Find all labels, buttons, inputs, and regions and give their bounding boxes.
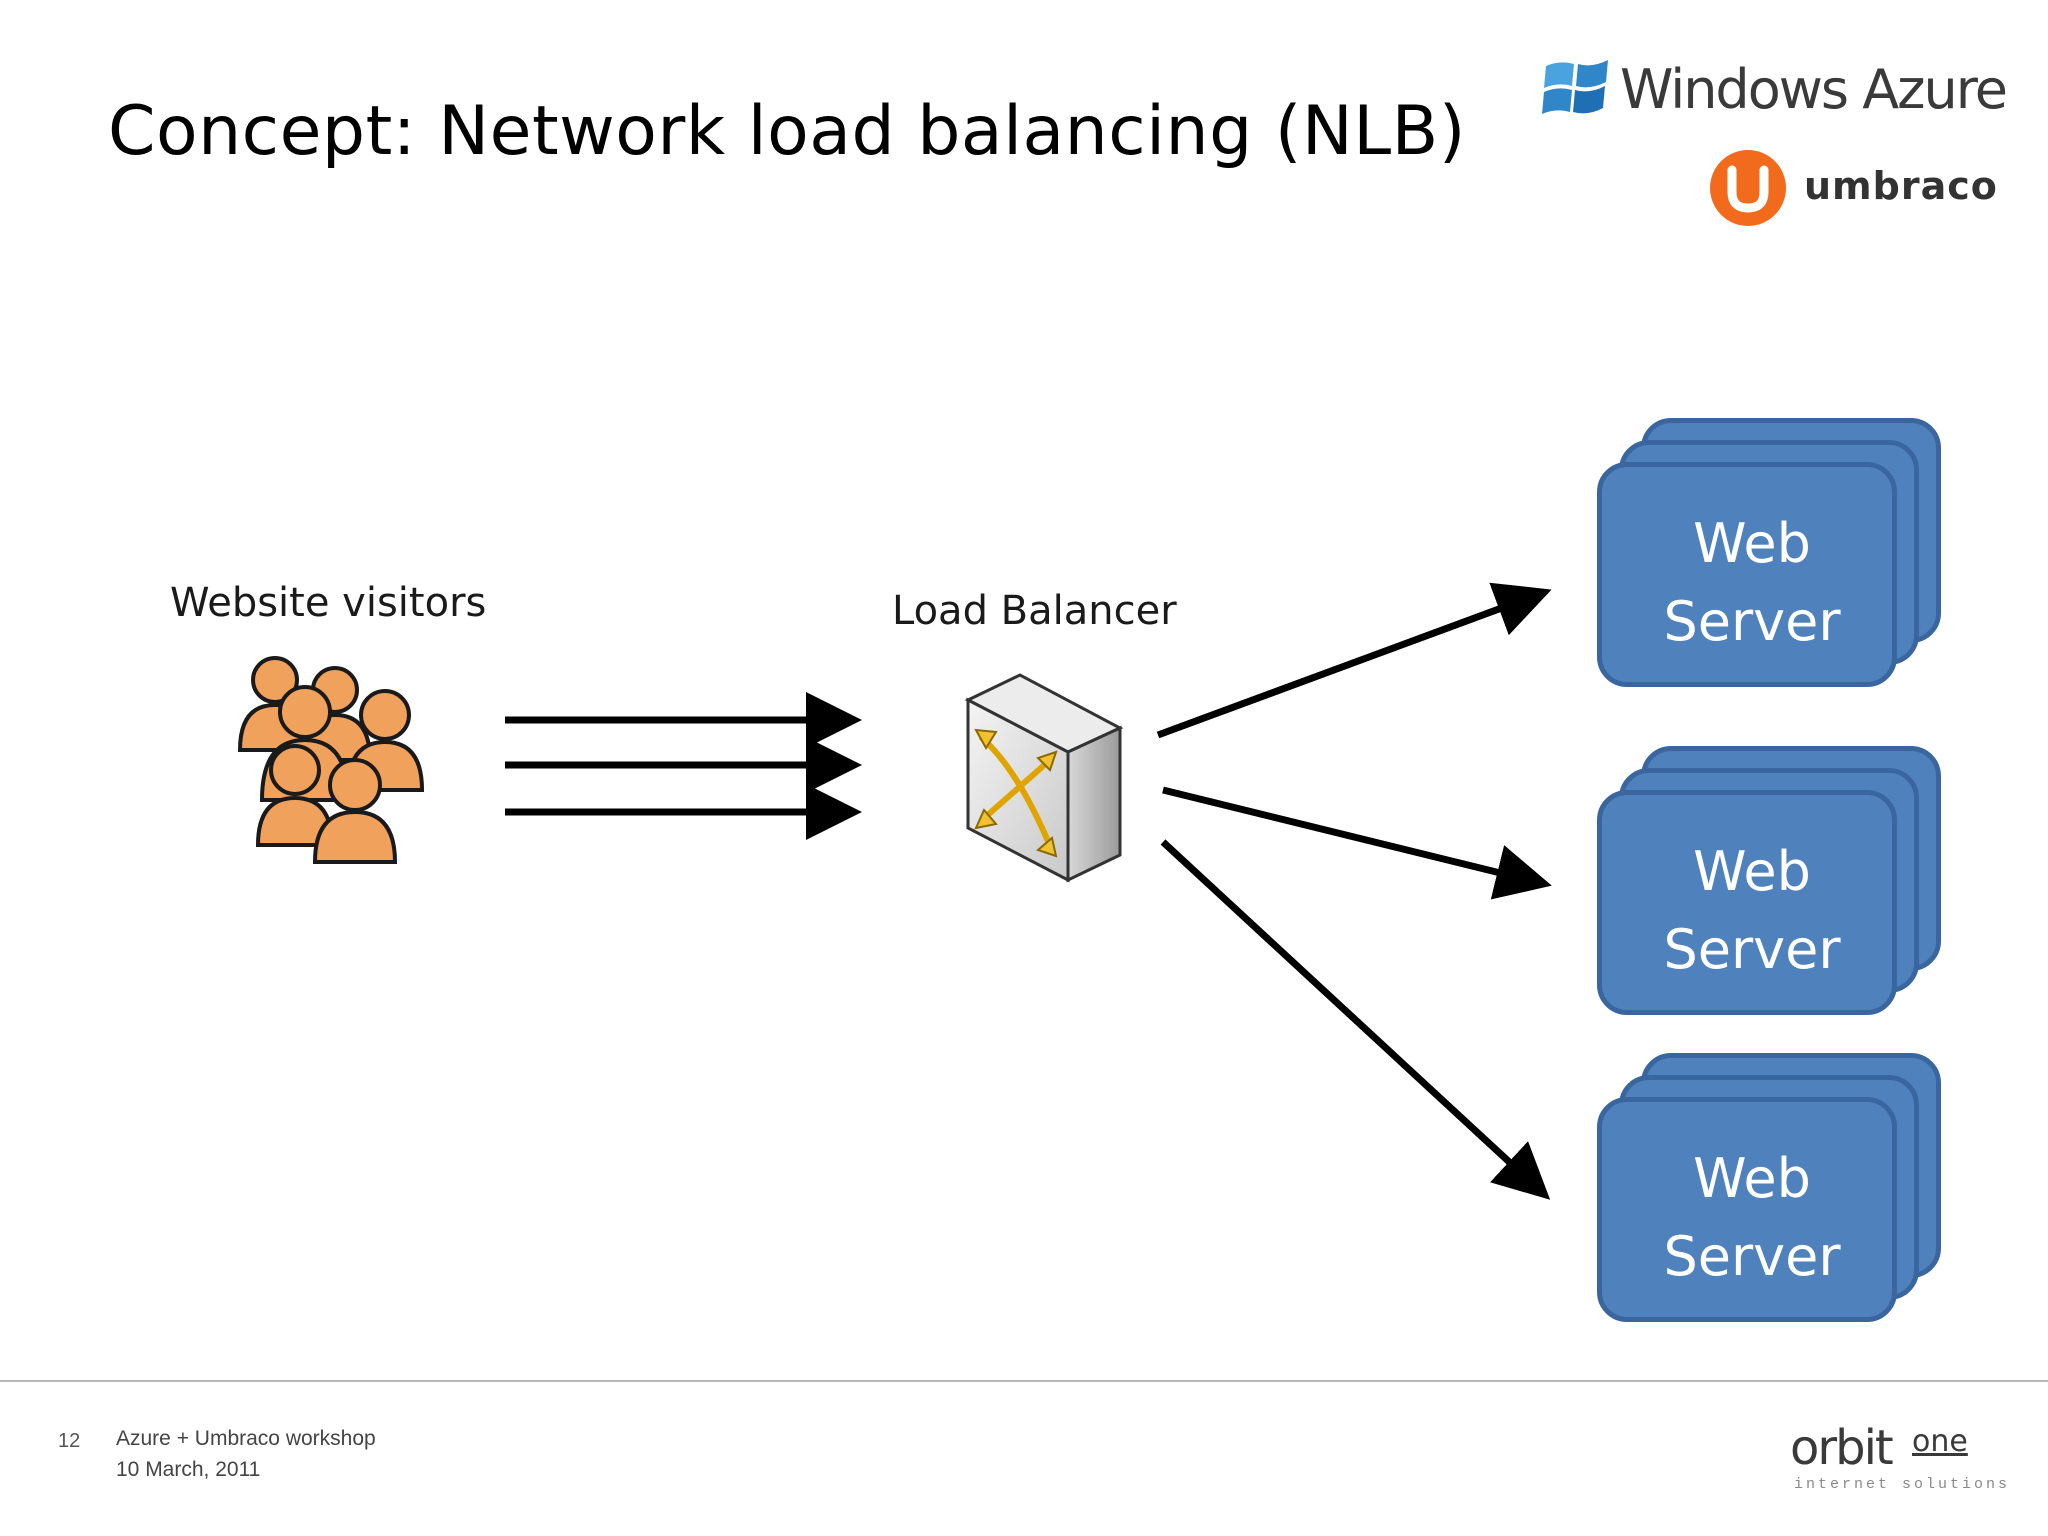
orbit-one-logo: orbit one internet solutions: [1790, 1420, 2007, 1500]
orbit-one-wordmark: one: [1912, 1424, 1968, 1459]
load-balancer-label: Load Balancer: [892, 588, 1177, 634]
visitors-label: Website visitors: [170, 580, 487, 626]
footer-date: 10 March, 2011: [116, 1458, 261, 1481]
windows-flag-icon: [1542, 60, 1608, 114]
people-group-icon: [237, 656, 425, 864]
azure-wordmark: Windows Azure: [1620, 58, 2008, 121]
page-number: 12: [58, 1430, 81, 1452]
umbraco-wordmark: umbraco: [1804, 164, 1998, 208]
orbit-wordmark: orbit: [1790, 1420, 1894, 1476]
windows-azure-logo: Windows Azure: [1540, 52, 2008, 132]
umbraco-logo: umbraco: [1708, 148, 1998, 232]
footer-event: Azure + Umbraco workshop: [116, 1427, 376, 1450]
orbit-tagline: internet solutions: [1794, 1476, 2011, 1493]
distribution-arrows: [1156, 582, 1552, 1200]
slide-title: Concept: Network load balancing (NLB): [108, 92, 1466, 171]
load-balancer-switch-icon: [964, 673, 1124, 883]
footer-divider: [0, 1380, 2048, 1382]
visitor-traffic-arrows: [505, 692, 862, 840]
umbraco-u-icon: [1710, 150, 1786, 226]
